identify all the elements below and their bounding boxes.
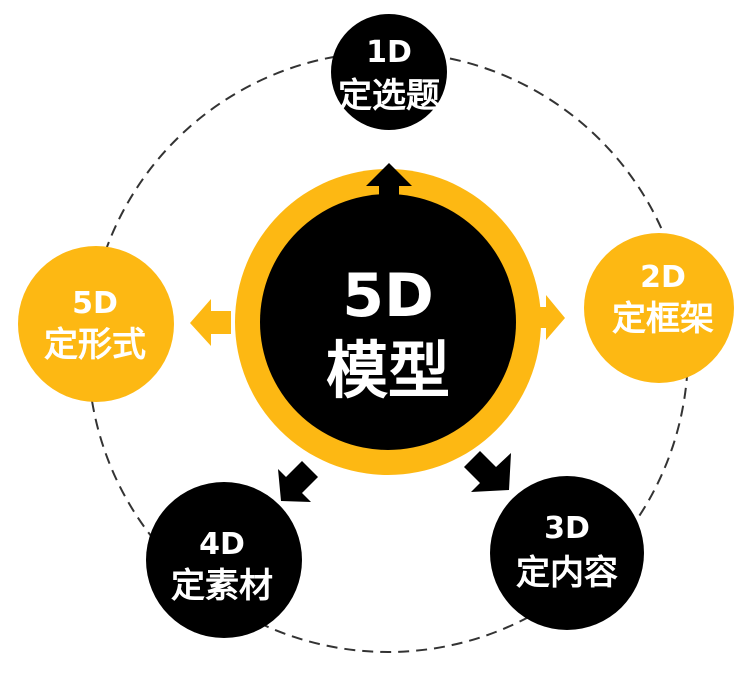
node-4d-circle: [146, 482, 302, 638]
node-2d-subtitle: 定框架: [612, 299, 714, 339]
node-1d-circle: [331, 14, 447, 130]
node-2d-circle: [584, 233, 734, 383]
node-1d-subtitle: 定选题: [338, 76, 440, 116]
center-inner-disc: [260, 194, 516, 450]
node-4d-title: 4D: [199, 527, 245, 562]
arrow-left-icon: [190, 299, 231, 346]
arrow-up-icon: [366, 163, 412, 204]
node-2d: 2D 定框架: [584, 233, 734, 383]
node-1d: 1D 定选题: [331, 14, 447, 130]
node-5d: 5D 定形式: [18, 246, 174, 402]
center-label-line1: 5D: [342, 261, 434, 331]
node-4d-subtitle: 定素材: [171, 566, 273, 606]
arrow-down-right-icon: [464, 451, 511, 492]
arrow-down-left-icon: [278, 461, 318, 502]
center-node: 5D 模型: [235, 169, 541, 475]
node-5d-title: 5D: [72, 286, 118, 321]
node-3d: 3D 定内容: [490, 476, 644, 630]
node-3d-subtitle: 定内容: [516, 553, 618, 593]
node-5d-subtitle: 定形式: [44, 325, 146, 365]
node-2d-title: 2D: [640, 260, 686, 295]
center-label-line2: 模型: [326, 334, 450, 407]
node-3d-circle: [490, 476, 644, 630]
arrow-right-icon: [522, 295, 565, 340]
node-3d-title: 3D: [544, 511, 590, 546]
node-4d: 4D 定素材: [146, 482, 302, 638]
node-1d-title: 1D: [366, 35, 412, 70]
node-5d-circle: [18, 246, 174, 402]
